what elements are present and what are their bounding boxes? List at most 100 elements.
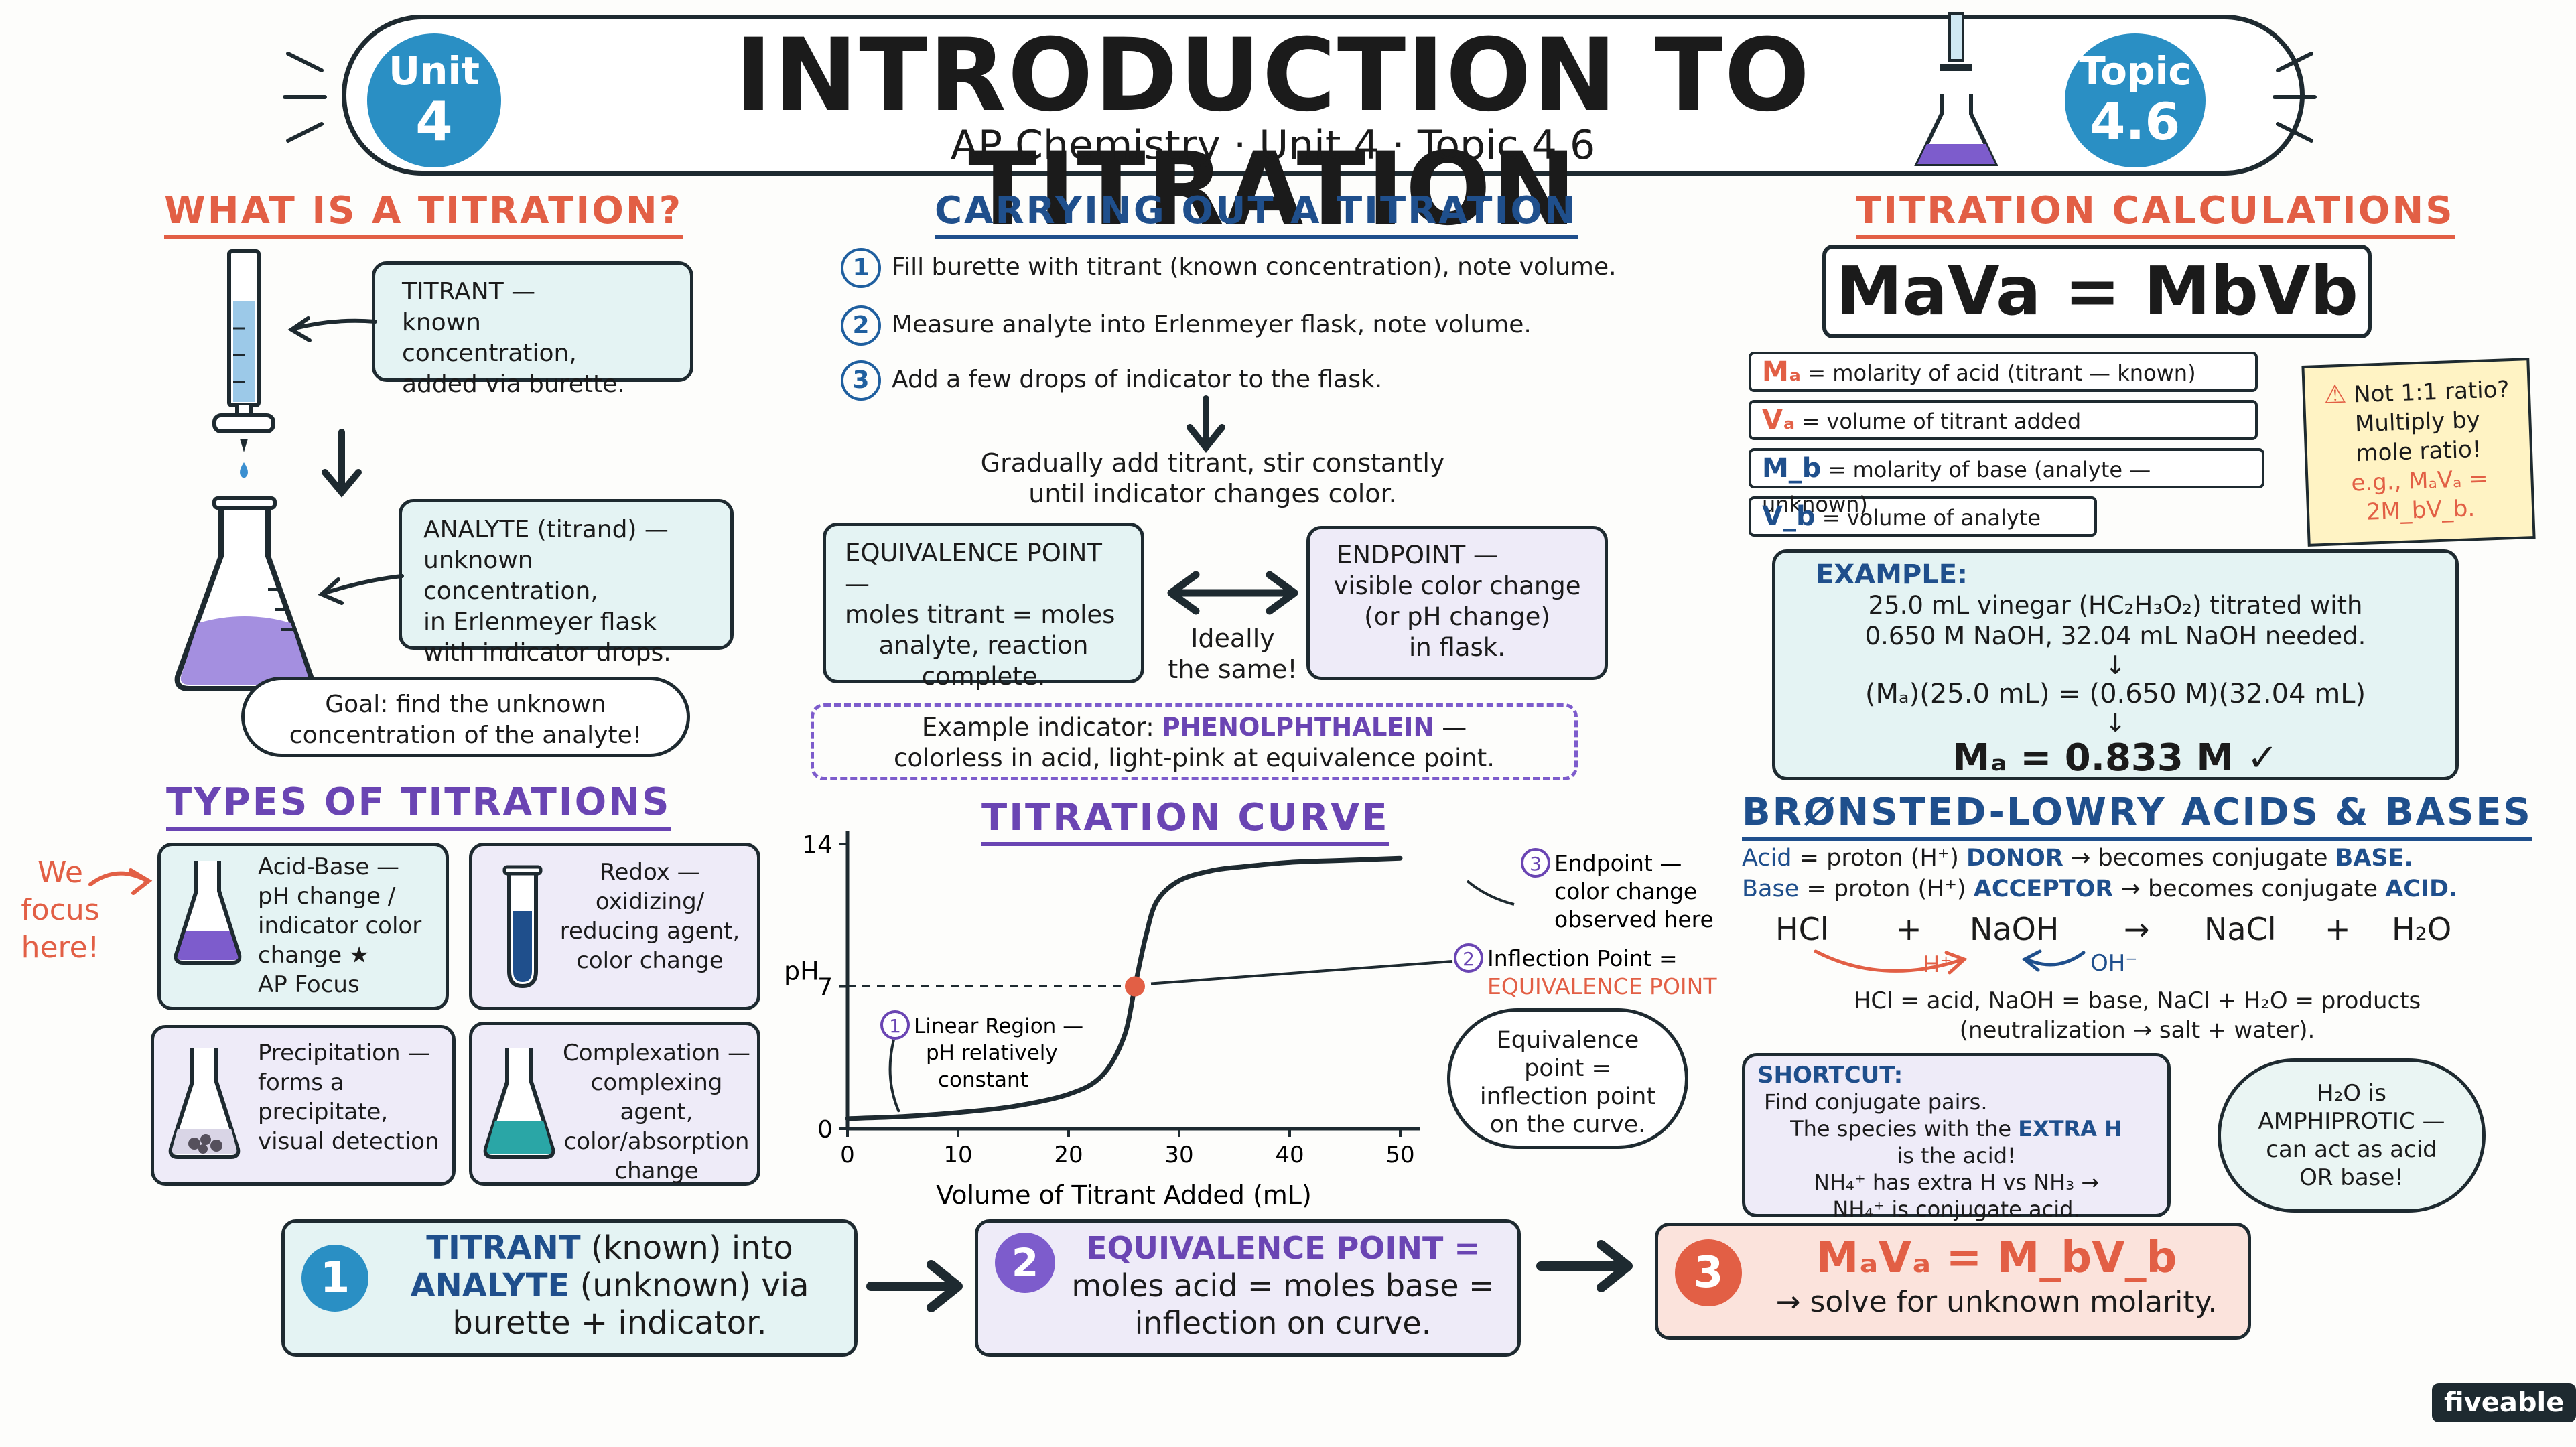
acid-def-text: = proton (H⁺)	[1799, 845, 1959, 872]
endpoint-line: in flask.	[1409, 633, 1505, 662]
base-def-text: = proton (H⁺)	[1806, 876, 1966, 902]
y-axis-label: pH	[784, 957, 819, 986]
endpoint-badge-number: 3	[1530, 853, 1542, 875]
reaction-water: H₂O	[2392, 911, 2452, 947]
reaction-plus: +	[2325, 911, 2351, 947]
note-line: Not 1:1 ratio?	[2353, 376, 2510, 409]
equivalence-line: analyte, reaction	[878, 631, 1089, 660]
brand-logo: fiveable	[2432, 1383, 2576, 1422]
acid-base-text: Acid-Base — pH change / indicator color …	[258, 852, 421, 1000]
roles-line: (neutralization → salt + water).	[1959, 1017, 2315, 1044]
card-line: Precipitation —	[258, 1040, 431, 1066]
topic-badge: Topic 4.6	[2065, 33, 2206, 167]
gradual-line: Gradually add titrant, stir constantly	[980, 448, 1445, 478]
unit-badge-label: Unit	[389, 48, 480, 94]
summary-arrow-2	[1536, 1240, 1633, 1292]
titrant-box-line: TITRANT —	[402, 278, 536, 305]
card-line: change ★	[258, 942, 370, 969]
analyte-box-line: in Erlenmeyer flask	[423, 608, 657, 636]
base-def-text: → becomes conjugate	[2120, 876, 2378, 902]
step-number: 2	[841, 305, 881, 346]
analyte-box-line: with indicator drops.	[423, 639, 671, 667]
card-line: AP Focus	[258, 971, 360, 998]
main-formula: MaVa = MbVb	[1822, 245, 2372, 338]
summary-card-1	[281, 1219, 858, 1357]
summary-text: inflection on curve.	[1134, 1305, 1432, 1341]
card-line: indicator color	[258, 912, 422, 939]
endpoint-badge	[1521, 848, 1550, 878]
amphi-line: H₂O is	[2317, 1080, 2386, 1107]
x-tick-label: 50	[1385, 1142, 1414, 1168]
proton-label: H⁺	[1923, 951, 1952, 978]
double-arrow-icon	[1167, 571, 1298, 615]
summary-text: =	[1443, 1230, 1480, 1266]
step-text: Fill burette with titrant (known concent…	[892, 253, 1617, 281]
inflection-badge	[1454, 943, 1483, 973]
ideally-line: Ideally	[1191, 624, 1275, 653]
linear-label: Linear Region —	[914, 1014, 1083, 1038]
goal-cloud: Goal: find the unknown concentration of …	[241, 677, 690, 757]
linear-badge	[880, 1010, 910, 1040]
endpoint-box: ENDPOINT — visible color change (or pH c…	[1306, 526, 1608, 680]
equivalence-point-marker	[1125, 976, 1145, 997]
example-line: 25.0 mL vinegar (HC₂H₃O₂) titrated with	[1868, 591, 2363, 620]
cloud-line: Equivalence	[1496, 1027, 1639, 1054]
topic-badge-label: Topic	[2079, 48, 2191, 94]
focus-arrow-icon	[88, 868, 153, 895]
endpoint-line: (or pH change)	[1364, 602, 1550, 631]
goal-line: Goal: find the unknown	[325, 691, 606, 718]
summary-arrow-1	[866, 1260, 963, 1312]
indicator-name: PHENOLPHTHALEIN	[1162, 713, 1434, 742]
summary-text-3: MₐVₐ = M_bV_b → solve for unknown molari…	[1749, 1233, 2244, 1321]
summary-text: (known) into	[580, 1229, 793, 1267]
example-title: EXAMPLE:	[1816, 559, 1968, 590]
summary-text: moles acid = moles base =	[1071, 1267, 1495, 1304]
redox-text: Redox — oxidizing/ reducing agent, color…	[549, 857, 750, 975]
card-line: precipitate,	[258, 1099, 389, 1125]
roles-line: HCl = acid, NaOH = base, NaCl + H₂O = pr…	[1853, 987, 2421, 1014]
definition-row: Mₐ = molarity of acid (titrant — known)	[1749, 352, 2258, 392]
page-title: INTRODUCTION TO TITRATION	[734, 17, 1812, 248]
reaction-naoh: NaOH	[1970, 911, 2059, 947]
definition-symbol: M_b	[1762, 453, 1822, 484]
card-line: forms a	[258, 1069, 344, 1096]
unit-badge: Unit 4	[367, 33, 501, 167]
example-equation: (Mₐ)(25.0 mL) = (0.650 M)(32.04 mL)	[1865, 679, 2366, 709]
we-focus-line: We	[38, 855, 83, 890]
hydroxide-arrow	[2021, 949, 2086, 972]
card-line: reducing agent,	[559, 918, 740, 945]
endpoint-pointer	[1466, 880, 1515, 906]
x-tick-label: 0	[840, 1142, 855, 1168]
shortcut-line: is the acid!	[1897, 1143, 2016, 1168]
summary-keyword: ANALYTE	[410, 1267, 570, 1304]
equivalence-line: complete.	[921, 662, 1046, 691]
amphi-line: OR base!	[2299, 1164, 2404, 1191]
linear-pointer	[888, 1039, 900, 1113]
summary-card-3	[1655, 1223, 2251, 1340]
card-line: Acid-Base —	[258, 853, 400, 880]
x-tick-label: 30	[1164, 1142, 1193, 1168]
titrant-box: TITRANT — known concentration, added via…	[372, 261, 693, 398]
linear-label: pH relatively	[926, 1041, 1058, 1065]
analyte-box-line: ANALYTE (titrand) —	[423, 516, 669, 543]
summary-number-2: 2	[995, 1233, 1055, 1293]
summary-text: burette + indicator.	[452, 1304, 767, 1342]
reaction-nacl: NaCl	[2204, 911, 2277, 947]
base-word: Base	[1742, 876, 1800, 902]
acid-def-text: → becomes conjugate	[2071, 845, 2328, 872]
gradual-line: until indicator changes color.	[1028, 479, 1397, 508]
endpoint-label: Endpoint —	[1554, 850, 1682, 876]
card-line: oxidizing/	[595, 888, 705, 915]
linear-label: constant	[938, 1068, 1028, 1092]
definition-row: V_b = volume of analyte	[1749, 496, 2097, 537]
header-banner	[342, 15, 2305, 176]
indicator-description: colorless in acid, light-pink at equival…	[894, 744, 1495, 772]
reaction-arrow: →	[2124, 911, 2150, 947]
inflection-pointer	[1150, 960, 1453, 985]
curve-cloud-note: Equivalence point = inflection point on …	[1447, 1008, 1688, 1149]
complexation-text: Complexation — complexing agent, color/a…	[556, 1038, 757, 1186]
we-focus-note: We focus here!	[13, 854, 107, 967]
goal-line: concentration of the analyte!	[289, 721, 642, 749]
